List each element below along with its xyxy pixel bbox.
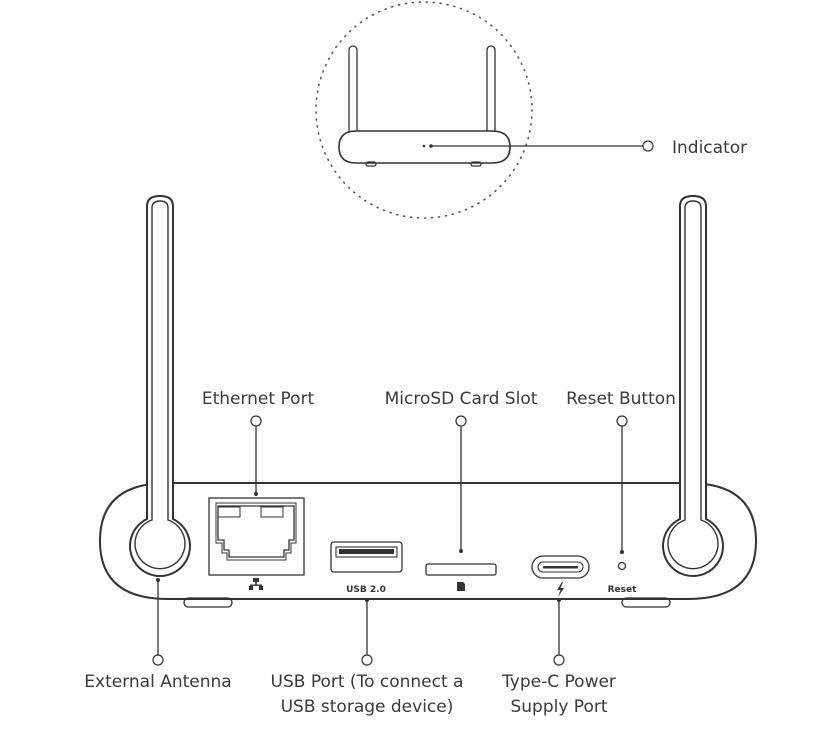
ethernet-port bbox=[208, 497, 305, 576]
reset-hole bbox=[617, 561, 627, 571]
usb-label-line2: USB storage device) bbox=[281, 697, 454, 717]
sd-card-icon bbox=[457, 582, 465, 591]
external-antenna-label: External Antenna bbox=[84, 672, 231, 692]
usb-label-line1: USB Port (To connect a bbox=[271, 672, 464, 692]
reset-marking: Reset bbox=[608, 585, 637, 595]
reset-button-label: Reset Button bbox=[566, 389, 676, 409]
typec-port bbox=[531, 555, 590, 579]
microsd-label: MicroSD Card Slot bbox=[385, 389, 538, 409]
inset-circle bbox=[315, 1, 533, 219]
microsd-pin bbox=[455, 415, 467, 427]
reset-pin bbox=[616, 415, 628, 427]
microsd-slot bbox=[425, 563, 497, 576]
usb-port bbox=[330, 541, 403, 573]
typec-label-line2: Supply Port bbox=[510, 697, 607, 717]
ethernet-label: Ethernet Port bbox=[202, 389, 315, 409]
antenna-pin bbox=[152, 654, 164, 666]
right-foot bbox=[621, 597, 671, 608]
network-icon bbox=[249, 578, 263, 590]
typec-pin bbox=[553, 654, 565, 666]
inset-router bbox=[338, 45, 511, 167]
indicator-label: Indicator bbox=[672, 138, 747, 158]
lightning-icon bbox=[557, 582, 564, 597]
usb-pin bbox=[361, 654, 373, 666]
left-antenna bbox=[129, 194, 191, 578]
left-foot bbox=[183, 597, 233, 608]
router-body bbox=[98, 482, 758, 608]
ethernet-pin bbox=[250, 415, 262, 427]
typec-label-line1: Type-C Power bbox=[501, 672, 616, 692]
usb-marking: USB 2.0 bbox=[346, 585, 386, 595]
indicator-pin bbox=[642, 140, 654, 152]
right-antenna bbox=[662, 194, 724, 578]
